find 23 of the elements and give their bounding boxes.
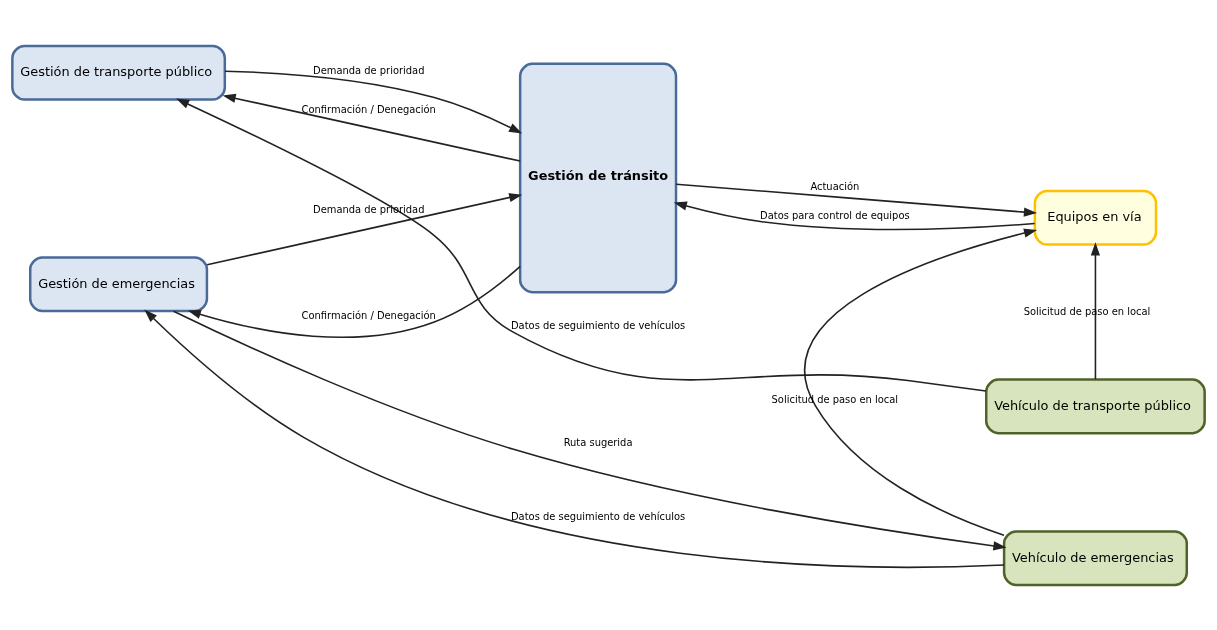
edge-label: Confirmación / Denegación (301, 103, 436, 115)
edge-label: Actuación (810, 180, 860, 192)
arrow (673, 201, 1036, 230)
edge-label: Datos de seguimiento de vehículos (511, 319, 686, 331)
node-box: Vehículo de transporte público (985, 377, 1206, 434)
arrow (176, 98, 987, 392)
node-box: Vehículo de emergencias (1002, 529, 1188, 586)
edge-label: Datos de seguimiento de vehículos (511, 510, 686, 522)
edge-label: Demanda de prioridad (313, 64, 425, 76)
edge-label: Datos para control de equipos (760, 209, 910, 221)
arrow (675, 182, 1037, 217)
node-box: Gestión de emergencias (29, 255, 209, 312)
arrow (222, 93, 521, 162)
arrow (224, 69, 523, 134)
arrow (1090, 241, 1101, 380)
arrow (206, 192, 523, 266)
node-box: Gestión de transporte público (11, 44, 227, 101)
arrow (804, 228, 1038, 536)
node-box: Gestión de tránsito (518, 62, 678, 293)
edge-label: Confirmación / Denegación (301, 309, 436, 321)
arrow (187, 265, 521, 338)
node-box: Equipos en vía (1033, 189, 1158, 246)
edge-label: Ruta sugerida (563, 436, 633, 448)
